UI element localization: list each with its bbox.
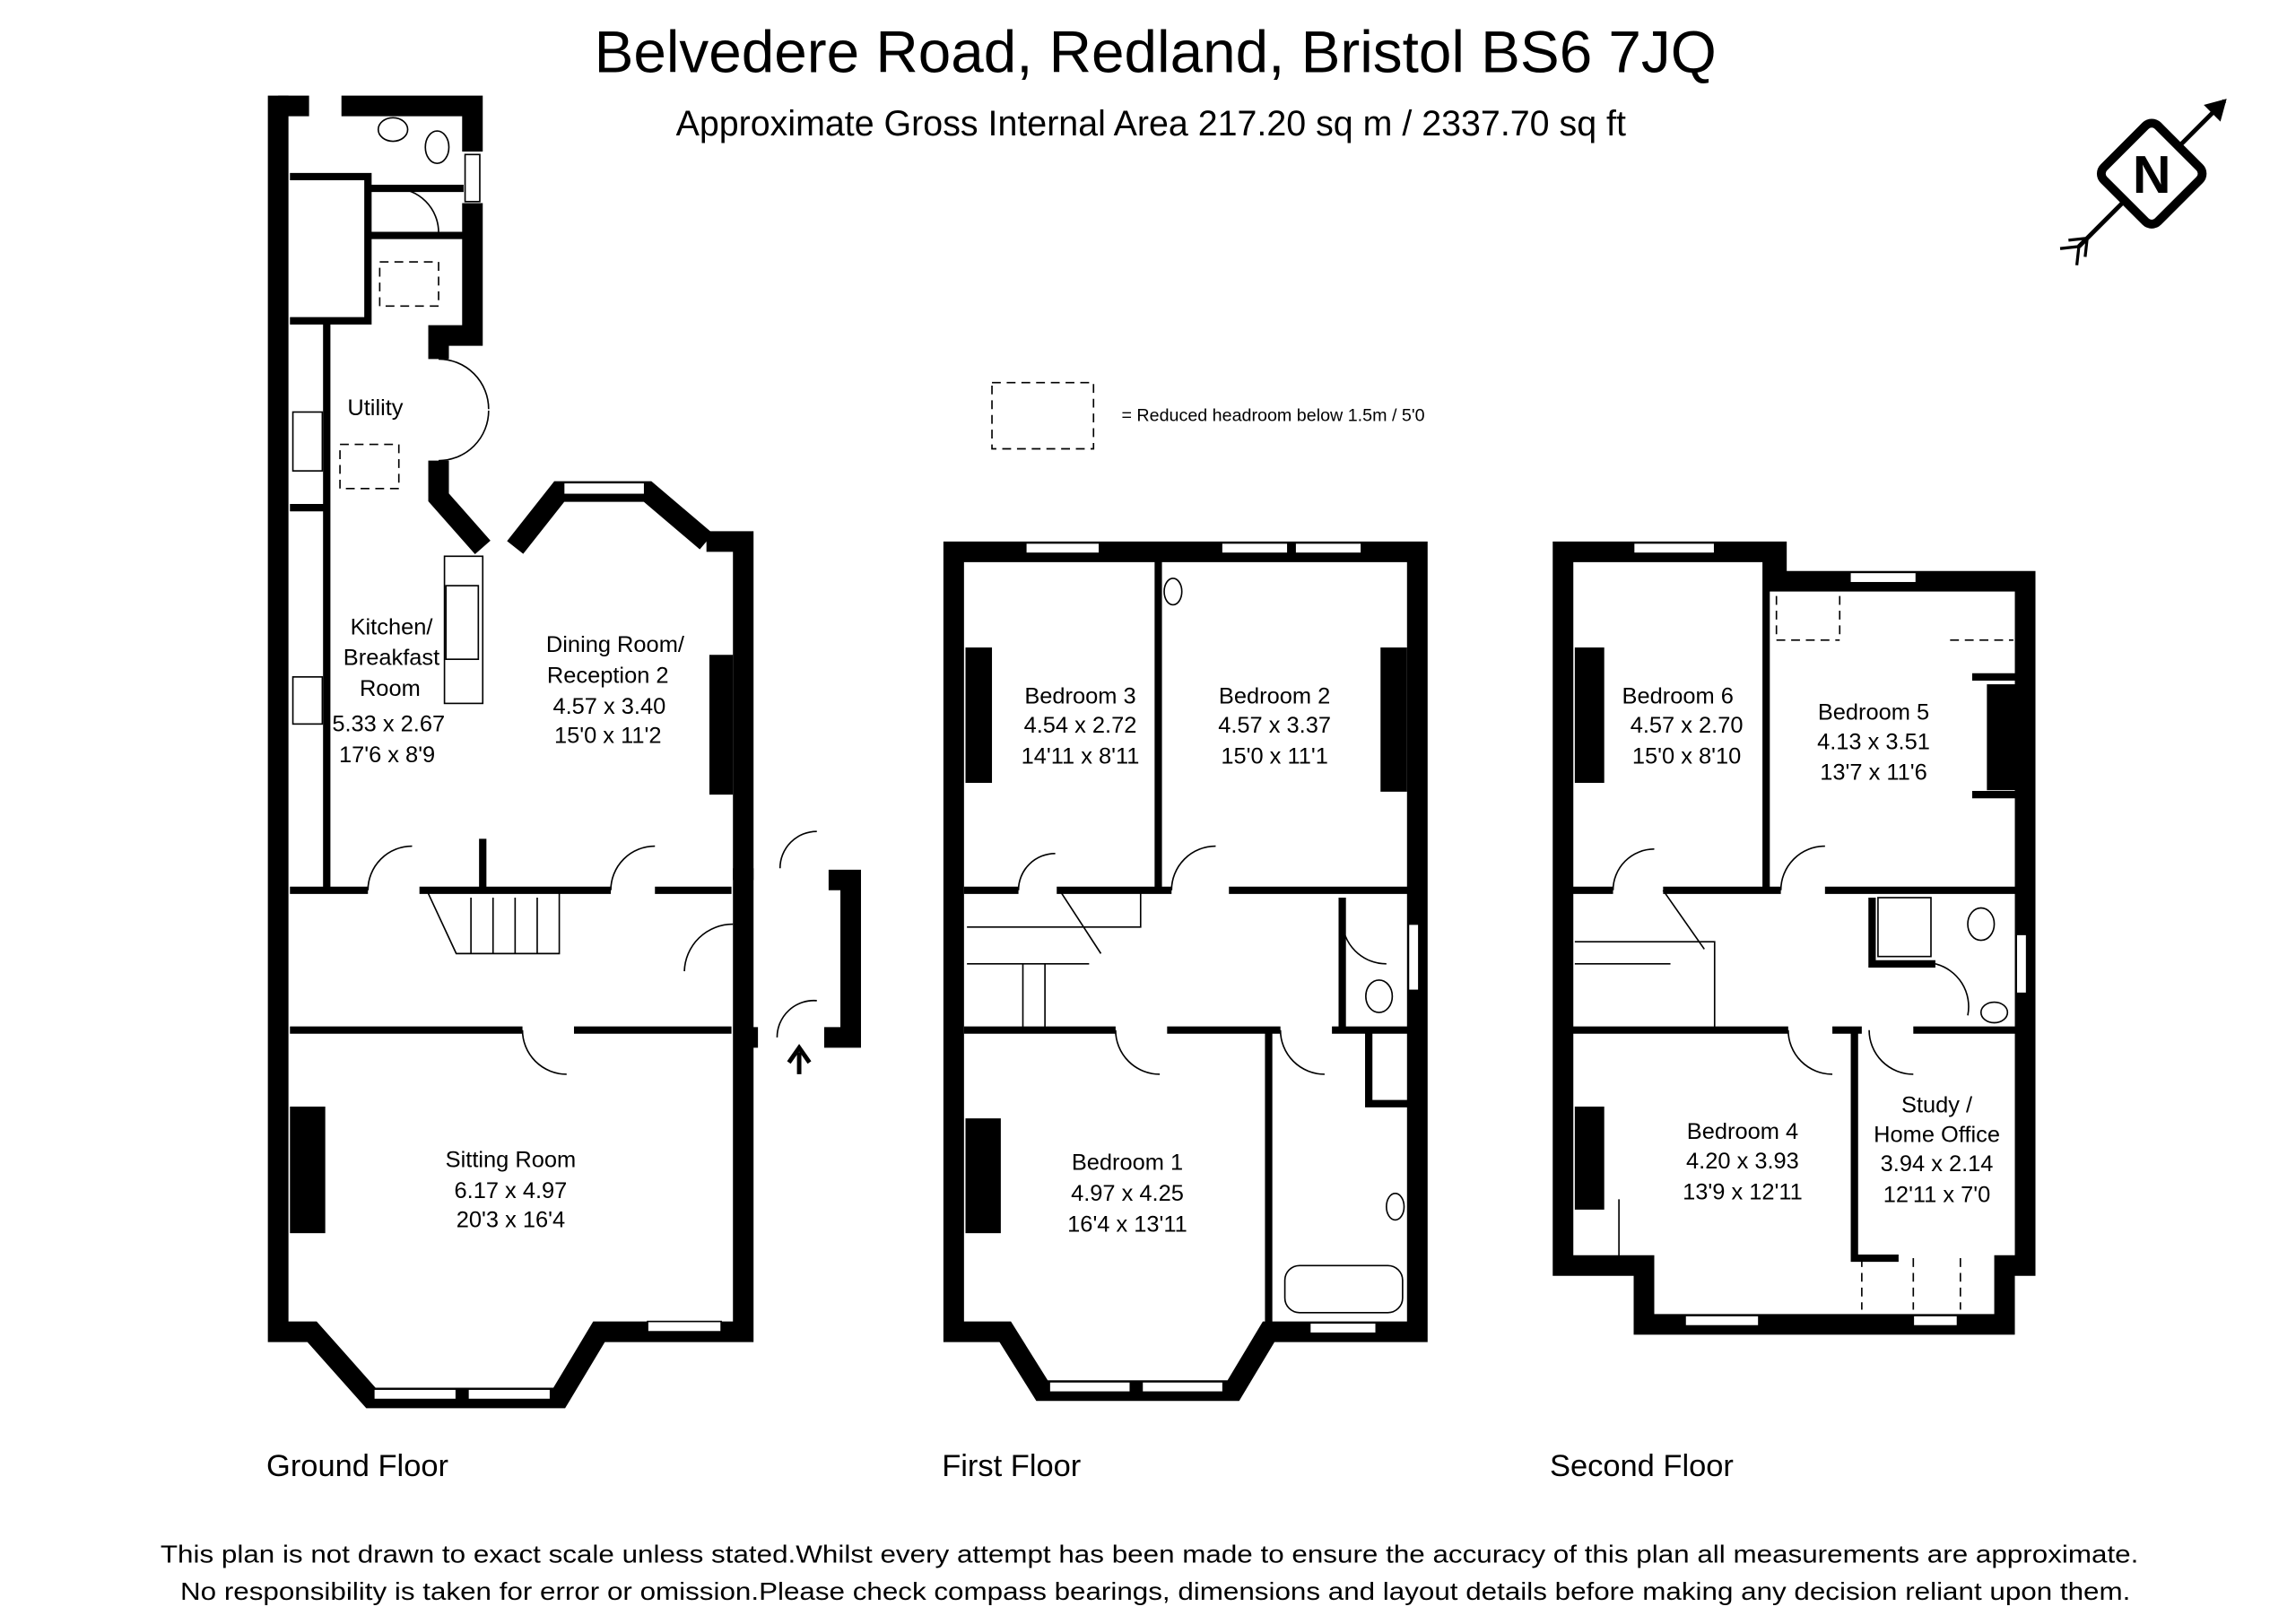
room-bedroom5-metric: 4.13 x 3.51: [1817, 729, 1930, 754]
room-kitchen-name-2: Breakfast: [344, 646, 439, 671]
room-kitchen-metric: 5.33 x 2.67: [332, 712, 445, 737]
disclaimer-line-2: No responsibility is taken for error or …: [180, 1577, 2130, 1605]
area-subtitle: Approximate Gross Internal Area 217.20 s…: [676, 104, 1626, 143]
entrance-arrow-icon: [787, 1044, 812, 1074]
room-bedroom1-imperial: 16'4 x 13'11: [1067, 1212, 1187, 1238]
room-bedroom4-name: Bedroom 4: [1687, 1119, 1798, 1144]
room-study-metric: 3.94 x 2.14: [1881, 1151, 1994, 1177]
compass-label: N: [2133, 145, 2171, 204]
room-study-imperial: 12'11 x 7'0: [1883, 1183, 1991, 1208]
second-floor-plan: Bedroom 6 4.57 x 2.70 15'0 x 8'10 Bedroo…: [1550, 541, 2036, 1483]
room-bedroom2-imperial: 15'0 x 11'1: [1221, 744, 1328, 769]
reduced-headroom-legend-swatch: [991, 381, 1095, 450]
room-study-name-2: Home Office: [1874, 1122, 2000, 1147]
room-dining-imperial: 15'0 x 11'2: [554, 724, 662, 749]
room-bedroom3-imperial: 14'11 x 8'11: [1022, 744, 1140, 769]
disclaimer-line-1: This plan is not drawn to exact scale un…: [161, 1541, 2139, 1568]
room-bedroom6-imperial: 15'0 x 8'10: [1632, 744, 1741, 769]
room-study-name-1: Study /: [1901, 1093, 1973, 1118]
room-dining-name-1: Dining Room/: [546, 632, 685, 657]
room-bedroom5-name: Bedroom 5: [1818, 699, 1929, 725]
room-bedroom6-metric: 4.57 x 2.70: [1631, 713, 1744, 738]
ground-floor-label: Ground Floor: [266, 1449, 448, 1483]
room-bedroom3-name: Bedroom 3: [1024, 683, 1135, 708]
room-bedroom3-metric: 4.54 x 2.72: [1024, 713, 1137, 738]
room-utility-name: Utility: [347, 395, 403, 421]
first-floor-label: First Floor: [942, 1449, 1081, 1483]
room-bedroom2-metric: 4.57 x 3.37: [1218, 713, 1331, 738]
room-bedroom4-imperial: 13'9 x 12'11: [1683, 1179, 1803, 1204]
room-bedroom1-metric: 4.97 x 4.25: [1071, 1181, 1184, 1206]
room-kitchen-name-1: Kitchen/: [351, 614, 434, 639]
room-kitchen-name-3: Room: [360, 676, 421, 701]
room-dining-metric: 4.57 x 3.40: [552, 694, 665, 719]
room-kitchen-imperial: 17'6 x 8'9: [339, 743, 435, 768]
room-bedroom6-name: Bedroom 6: [1622, 683, 1734, 708]
room-dining-name-2: Reception 2: [547, 663, 669, 688]
room-bedroom5-imperial: 13'7 x 11'6: [1820, 760, 1927, 786]
second-floor-label: Second Floor: [1550, 1449, 1734, 1483]
room-bedroom2-name: Bedroom 2: [1219, 683, 1330, 708]
room-sitting-metric: 6.17 x 4.97: [455, 1178, 568, 1203]
room-sitting-name: Sitting Room: [446, 1147, 577, 1172]
room-bedroom1-name: Bedroom 1: [1072, 1151, 1183, 1176]
legend-text: = Reduced headroom below 1.5m / 5'0: [1121, 405, 1424, 425]
room-bedroom4-metric: 4.20 x 3.93: [1686, 1149, 1799, 1174]
room-sitting-imperial: 20'3 x 16'4: [457, 1208, 565, 1233]
page-title: Belvedere Road, Redland, Bristol BS6 7JQ: [595, 19, 1717, 84]
ground-floor-plan: Utility Kitchen/ Breakfast Room 5.33 x 2…: [266, 95, 861, 1483]
first-floor-plan: Bedroom 3 4.54 x 2.72 14'11 x 8'11 Bedro…: [942, 541, 1428, 1483]
north-arrow-icon: N: [2059, 99, 2227, 265]
